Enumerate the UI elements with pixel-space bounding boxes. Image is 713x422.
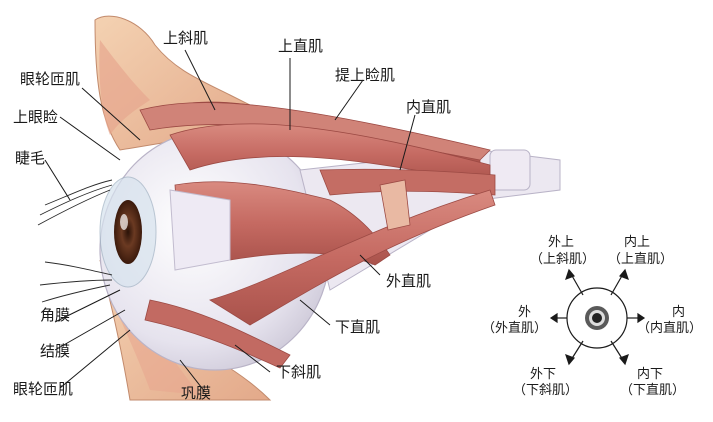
label-superior-rectus: 上直肌 <box>278 37 323 55</box>
eyelashes <box>37 179 113 303</box>
dir-right-1: 内 <box>672 304 685 320</box>
label-upper-eyelid: 上眼睑 <box>13 108 58 126</box>
inferior-rectus-muscle <box>209 189 496 326</box>
dir-down-left-1: 外下 <box>530 367 556 382</box>
label-orbicularis-top: 眼轮匝肌 <box>20 70 80 88</box>
label-conjunctiva: 结膜 <box>40 342 70 360</box>
dir-left-2: （外直肌） <box>482 321 547 336</box>
label-inferior-rectus: 下直肌 <box>335 318 380 336</box>
dir-left-1: 外 <box>518 305 531 320</box>
label-orbicularis-bottom: 眼轮匝肌 <box>13 380 73 398</box>
dir-down-right-2: （下直肌） <box>620 383 685 398</box>
medial-rectus-muscle <box>319 168 496 196</box>
direction-arrows <box>549 268 646 366</box>
dir-up-right-1: 内上 <box>624 234 650 250</box>
label-superior-oblique: 上斜肌 <box>163 29 208 47</box>
dir-down-right-1: 内下 <box>637 366 663 382</box>
dir-down-left-2: （下斜肌） <box>513 383 578 398</box>
label-eyelashes: 睫毛 <box>15 149 45 167</box>
dir-up-left-2: （上斜肌） <box>530 252 595 267</box>
cornea-iris <box>99 176 157 288</box>
lateral-rectus-tendon <box>169 189 231 271</box>
label-sclera: 巩膜 <box>181 384 211 402</box>
labels: 上斜肌 上直肌 眼轮匝肌 提上睑肌 上眼睑 内直肌 睫毛 外直肌 角膜 下直肌 … <box>13 29 451 402</box>
direction-pupil <box>592 313 602 323</box>
direction-diagram: 外上 （上斜肌） 内上 （上直肌） 外 （外直肌） 内 （内直肌） 外下 （下斜… <box>482 234 702 398</box>
inferior-oblique-muscle <box>144 299 291 369</box>
label-levator: 提上睑肌 <box>335 66 395 84</box>
label-inferior-oblique: 下斜肌 <box>276 363 321 381</box>
leader-lines <box>44 49 416 393</box>
dir-up-left-1: 外上 <box>548 235 574 250</box>
lateral-rectus-cut <box>379 179 411 231</box>
dir-up-right-2: （上直肌） <box>608 252 673 267</box>
dir-right-2: （内直肌） <box>637 320 702 336</box>
label-medial-rectus: 内直肌 <box>406 98 451 116</box>
label-cornea: 角膜 <box>40 306 70 324</box>
label-lateral-rectus: 外直肌 <box>386 272 431 290</box>
